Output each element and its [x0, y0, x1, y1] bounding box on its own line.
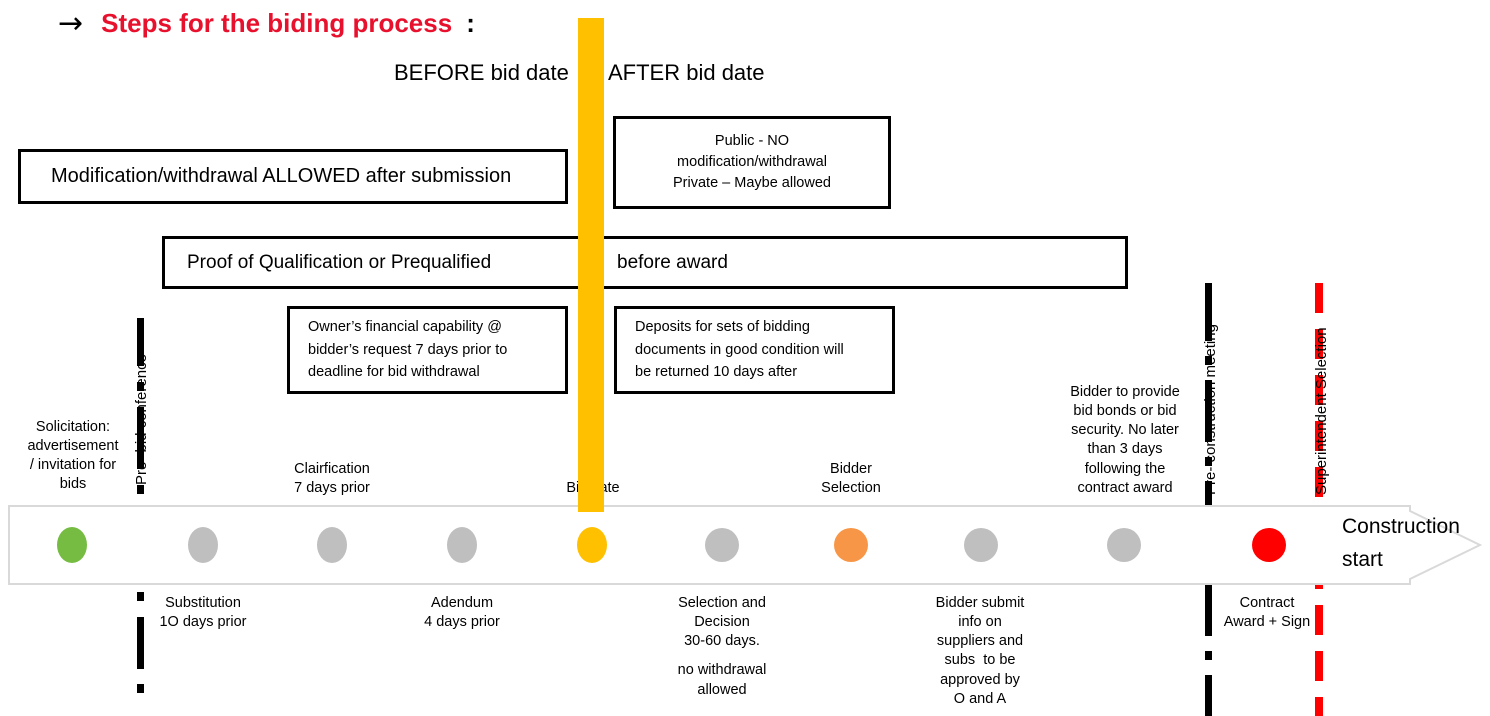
callout-deposits-line2: documents in good condition will [635, 341, 844, 358]
callout-modification-allowed: Modification/withdrawal ALLOWED after su… [18, 149, 568, 204]
milestone-dot-bid-date[interactable] [577, 527, 607, 563]
callout-owner-line1: Owner’s financial capability @ [308, 319, 502, 336]
milestone-dot-bid-bonds[interactable] [1107, 528, 1141, 562]
caption-line: contract award [1077, 479, 1173, 496]
callout-proof-left-text: Proof of Qualification or Prequalified [187, 251, 492, 273]
caption-line: Decision [694, 614, 750, 631]
callout-deposits-returned: Deposits for sets of bidding documents i… [614, 306, 895, 394]
caption-bid-bonds: Bidder to provide bid bonds or bid secur… [1050, 383, 1200, 498]
caption-line: bid bonds or bid [1073, 403, 1177, 420]
callout-owner-line3: deadline for bid withdrawal [308, 364, 480, 381]
callout-deposits-line3: be returned 10 days after [635, 364, 798, 381]
caption-line: Contract [1239, 595, 1295, 611]
caption-line: Bidder [830, 461, 872, 477]
caption-line: / invitation for [29, 457, 117, 474]
caption-line: O and A [953, 690, 1007, 707]
caption-line: bids [59, 476, 87, 493]
caption-line: Bidder to provide [1070, 384, 1180, 400]
construction-start-label: Construction start [1342, 511, 1460, 576]
caption-line: approved by [940, 671, 1020, 688]
milestone-dot-selection-decision[interactable] [705, 528, 739, 562]
caption-bidder-submit-info: Bidder submit info on suppliers and subs… [910, 594, 1050, 709]
caption-line: following the [1084, 460, 1166, 477]
construction-start-line2: start [1342, 547, 1383, 571]
page-title-colon: : [466, 8, 475, 38]
caption-bidder-selection: Bidder Selection [786, 460, 916, 498]
bid-date-divider-bar [578, 18, 604, 512]
caption-line: allowed [697, 681, 747, 698]
milestone-dot-bidder-submit-info[interactable] [964, 528, 998, 562]
caption-line: Substitution [165, 595, 241, 611]
caption-line: 1O days prior [159, 614, 247, 631]
caption-clarification: Clairfication 7 days prior [267, 460, 397, 498]
caption-spacer [652, 651, 792, 661]
caption-addendum: Adendum 4 days prior [397, 594, 527, 632]
callout-after-bid-line1: Public - NO [714, 132, 790, 149]
milestone-dot-bidder-selection[interactable] [834, 528, 868, 562]
construction-start-line1: Construction [1342, 515, 1460, 538]
callout-owner-line2: bidder’s request 7 days prior to [308, 341, 508, 358]
milestone-dot-contract-award[interactable] [1252, 528, 1286, 562]
milestone-dot-clarification[interactable] [317, 527, 347, 563]
caption-line: 4 days prior [424, 614, 500, 631]
caption-substitution: Substitution 1O days prior [138, 594, 268, 632]
milestone-dot-addendum[interactable] [447, 527, 477, 563]
caption-line: 30-60 days. [684, 633, 760, 650]
caption-line: Adendum [430, 595, 494, 611]
caption-line: than 3 days [1087, 441, 1163, 458]
caption-line: Clairfication [294, 461, 370, 477]
caption-line: suppliers and [936, 633, 1024, 650]
caption-line: Solicitation: [35, 419, 111, 435]
caption-line: info on [958, 614, 1002, 631]
callout-owner-financial-capability: Owner’s financial capability @ bidder’s … [287, 306, 568, 394]
caption-line: Bidder submit [935, 595, 1025, 611]
caption-selection-decision: Selection and Decision 30-60 days. no wi… [652, 594, 792, 700]
pre-construction-meeting-label: Pre- construction meeting [1202, 324, 1219, 495]
caption-solicitation: Solicitation: advertisement / invitation… [8, 418, 138, 495]
caption-line: advertisement [27, 438, 119, 455]
callout-proof-of-qualification: Proof of Qualification or Prequalified be… [162, 236, 1128, 289]
caption-line: subs to be [944, 652, 1016, 669]
milestone-dot-solicitation[interactable] [57, 527, 87, 563]
callout-modification-allowed-text: Modification/withdrawal ALLOWED after su… [51, 165, 512, 187]
caption-line: Award + Sign [1223, 614, 1311, 631]
callout-after-bid-line2: modification/withdrawal [677, 153, 827, 170]
caption-contract-award: Contract Award + Sign [1202, 594, 1332, 632]
caption-line: Selection and [678, 595, 766, 611]
caption-line: no withdrawal [677, 662, 767, 679]
milestone-dot-substitution[interactable] [188, 527, 218, 563]
page-title: → Steps for the biding process : [58, 8, 475, 39]
timeline-arrow [8, 505, 1482, 585]
callout-deposits-line1: Deposits for sets of bidding [635, 319, 810, 336]
after-bid-date-label: AFTER bid date [608, 60, 765, 85]
callout-after-bid-rules: Public - NO modification/withdrawal Priv… [613, 116, 891, 209]
pre-bid-conference-label: Pre- bid conference [133, 354, 150, 485]
caption-line: security. No later [1071, 422, 1179, 439]
before-bid-date-label: BEFORE bid date [394, 60, 569, 85]
superintendent-selection-label: Superintendent Selection [1313, 327, 1330, 495]
page-title-text: Steps for the biding process [101, 8, 453, 38]
callout-proof-right-text: before award [617, 251, 728, 273]
callout-after-bid-line3: Private – Maybe allowed [673, 175, 831, 191]
caption-line: 7 days prior [294, 480, 370, 497]
caption-line: Selection [821, 480, 881, 497]
right-arrow-icon: → [58, 5, 84, 41]
